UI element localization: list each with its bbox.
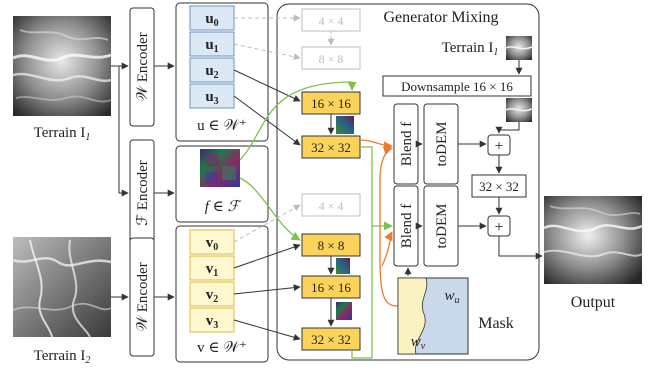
w-encoder-bottom: 𝒲 Encoder — [129, 237, 155, 357]
downsample-to-plus-arrow — [495, 122, 520, 134]
u-caption: u ∈ 𝒲⁺ — [197, 118, 247, 134]
gen-bottom-feature-16 — [336, 302, 352, 320]
gen-bottom-feature-8 — [336, 258, 350, 274]
generator-mixing-title: Generator Mixing — [383, 9, 498, 26]
terrain-i1-image — [12, 16, 112, 116]
svg-text:8 × 8: 8 × 8 — [318, 238, 345, 253]
plus-to-output-arrow — [498, 236, 543, 260]
upsample-box: 32 × 32 — [471, 174, 527, 198]
gen-bottom-faded-4x4: 4 × 4 — [301, 193, 361, 217]
f-feature-map — [200, 149, 240, 187]
terrain-i2-image — [12, 237, 112, 338]
todem-top: toDEM — [423, 103, 459, 185]
svg-text:32 × 32: 32 × 32 — [311, 332, 351, 347]
svg-text:8 × 8: 8 × 8 — [319, 52, 344, 66]
svg-text:toDEM: toDEM — [434, 204, 450, 249]
output-image — [543, 196, 643, 284]
gen-top-feature-16 — [336, 116, 354, 134]
gen-top-16x16: 16 × 16 — [301, 91, 361, 115]
svg-text:16 × 16: 16 × 16 — [311, 280, 351, 295]
u-code-cells — [189, 5, 235, 109]
svg-text:+: + — [494, 138, 503, 155]
f-caption: f ∈ ℱ — [205, 199, 243, 215]
terrain-i2-label: Terrain I2 — [34, 348, 91, 366]
v-code-cells — [189, 229, 235, 333]
svg-text:4 × 4: 4 × 4 — [319, 14, 344, 28]
mask-w-v: wv — [411, 334, 426, 352]
svg-text:32 × 32: 32 × 32 — [311, 140, 351, 155]
svg-text:ℱ Encoder: ℱ Encoder — [135, 160, 151, 226]
terrain-i1-label: Terrain I1 — [34, 125, 91, 143]
todem-bottom: toDEM — [423, 185, 459, 267]
gen-bottom-16x16: 16 × 16 — [301, 275, 361, 299]
v-to-generator-arrows — [233, 204, 301, 341]
svg-text:16 × 16: 16 × 16 — [311, 96, 351, 111]
output-label: Output — [571, 294, 616, 311]
w-encoder-top: 𝒲 Encoder — [129, 7, 155, 127]
svg-text:toDEM: toDEM — [434, 122, 450, 167]
gen-bottom-32x32: 32 × 32 — [301, 327, 361, 351]
downsample-box: Downsample 16 × 16 — [382, 75, 532, 97]
svg-text:Downsample 16 × 16: Downsample 16 × 16 — [401, 79, 513, 94]
mask-label: Mask — [478, 315, 514, 332]
svg-text:4 × 4: 4 × 4 — [319, 199, 344, 213]
plus-node-top: + — [487, 134, 511, 156]
blend-bottom: Blend f — [393, 185, 419, 267]
mask-w-u: wu — [444, 288, 459, 306]
gen-bottom-8x8: 8 × 8 — [301, 233, 361, 257]
terrain-i1-small-label: Terrain I1 — [442, 40, 499, 58]
gen-top-faded-4x4: 4 × 4 — [301, 8, 361, 32]
downsampled-terrain-thumbnail — [505, 98, 533, 122]
gen-top-32x32: 32 × 32 — [301, 135, 361, 159]
blend-top: Blend f — [393, 103, 419, 185]
v-caption: v ∈ 𝒲⁺ — [197, 340, 247, 356]
input-connectors — [111, 62, 175, 301]
svg-text:+: + — [494, 219, 503, 236]
blend-todem-arrows — [415, 140, 487, 230]
terrain-i1-thumbnail — [505, 36, 533, 60]
svg-text:Blend f: Blend f — [399, 204, 415, 249]
svg-text:32 × 32: 32 × 32 — [479, 179, 519, 194]
mask-arrows — [359, 139, 399, 307]
mask-image — [397, 277, 469, 355]
feature-injection-arrows — [239, 81, 393, 359]
gen-top-faded-8x8: 8 × 8 — [301, 46, 361, 70]
plus-node-bottom: + — [487, 215, 511, 237]
svg-text:𝒲 Encoder: 𝒲 Encoder — [135, 32, 151, 101]
svg-text:Blend f: Blend f — [399, 122, 415, 167]
svg-text:𝒲 Encoder: 𝒲 Encoder — [135, 262, 151, 331]
f-encoder: ℱ Encoder — [129, 139, 155, 247]
